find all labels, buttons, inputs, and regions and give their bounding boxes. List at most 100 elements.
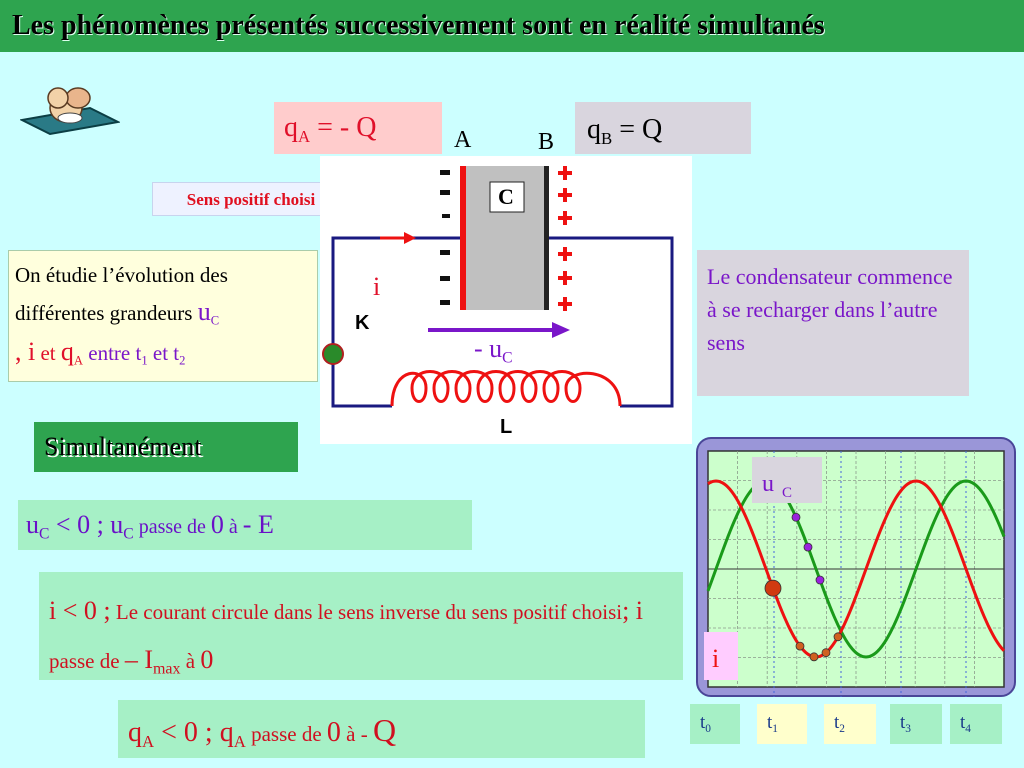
study-t2-sub: 2 xyxy=(179,353,186,368)
uc-marker-dot xyxy=(791,512,801,522)
study-qa-sub: A xyxy=(73,353,83,368)
uc-statement-from: 0 xyxy=(210,510,224,539)
uc-statement-ineq: < 0 ; u xyxy=(49,510,124,539)
t3-sub: 3 xyxy=(905,722,911,735)
plate-b xyxy=(544,166,549,310)
voltage-label: - uC xyxy=(474,334,513,367)
switch-k xyxy=(322,343,344,365)
current-statement-text: Le courant circule dans le sens inverse … xyxy=(110,600,623,624)
t1-sub: 1 xyxy=(772,722,778,735)
voltage-arrow-icon xyxy=(552,322,570,338)
charge-a-subscript: A xyxy=(298,126,311,146)
time-label-t2: t2 xyxy=(824,704,876,744)
time-label-t0: t0 xyxy=(690,704,740,744)
study-uc-sub: C xyxy=(210,312,220,327)
scope-i-label-bg xyxy=(704,632,738,680)
plus-icon xyxy=(558,166,572,311)
scope-uc-label-bg xyxy=(752,457,822,503)
study-uc: u xyxy=(197,296,211,326)
uc-marker-dot xyxy=(803,542,813,552)
study-et-1: et xyxy=(35,340,61,365)
scope-uc-sub: C xyxy=(782,485,792,501)
time-label-t3: t3 xyxy=(890,704,942,744)
study-i: , i xyxy=(15,336,36,366)
current-statement-passe: passe de xyxy=(49,649,125,674)
study-text: On étudie l’évolution des différentes gr… xyxy=(15,263,228,325)
charge-a-value: = - Q xyxy=(310,112,377,143)
page-title: Les phénomènes présentés successivement … xyxy=(12,10,825,41)
charge-a-box: qA = - Q xyxy=(274,102,442,154)
current-label: i xyxy=(373,272,381,301)
minus-icon xyxy=(440,170,450,305)
charge-statement-q: q xyxy=(128,717,142,748)
current-statement: i < 0 ; Le courant circule dans le sens … xyxy=(39,572,683,680)
study-et-2: et xyxy=(147,340,174,365)
study-entre: entre xyxy=(83,340,136,365)
charge-statement-to: Q xyxy=(372,712,397,748)
t0-text: t xyxy=(700,712,706,733)
thinking-figure-icon xyxy=(20,87,120,136)
voltage-label-main: - u xyxy=(474,334,503,363)
current-statement-ineq: i < 0 ; xyxy=(49,596,111,625)
right-arrow-icon xyxy=(380,232,416,244)
t4-sub: 4 xyxy=(965,722,971,735)
charge-statement-sub-2: A xyxy=(233,731,246,751)
positive-direction-label: Sens positif choisi xyxy=(152,182,350,216)
current-statement-i: ; i xyxy=(622,596,644,625)
uc-marker-dot xyxy=(815,575,825,585)
t3-text: t xyxy=(900,712,906,733)
study-qa: q xyxy=(60,336,74,366)
uc-statement: uC < 0 ; uC passe de 0 à - E xyxy=(18,500,472,550)
study-t1-sub: 1 xyxy=(141,353,148,368)
charge-b-symbol: q xyxy=(587,114,601,145)
current-statement-max: max xyxy=(152,660,181,678)
charge-statement-ineq: < 0 ; q xyxy=(154,717,234,748)
charge-statement: qA < 0 ; qA passe de 0 à - Q xyxy=(118,700,645,758)
i-marker-dot xyxy=(833,632,843,642)
scope-uc-label: u xyxy=(762,471,774,497)
plate-a-label: A xyxy=(454,127,472,153)
oscilloscope-graph: u C i xyxy=(696,437,1016,697)
voltage-label-sub: C xyxy=(502,349,513,367)
charge-a-symbol: q xyxy=(284,112,298,143)
charge-statement-from: 0 xyxy=(326,717,341,748)
current-statement-to: 0 xyxy=(200,645,214,675)
charge-b-value: = Q xyxy=(612,114,663,145)
t1-text: t xyxy=(767,712,773,733)
capacitor-label: C xyxy=(498,184,514,209)
uc-statement-sub-1: C xyxy=(39,525,50,543)
t4-text: t xyxy=(960,712,966,733)
time-label-t1: t1 xyxy=(757,704,807,744)
charge-b-subscript: B xyxy=(601,128,613,148)
i-marker-dot xyxy=(795,641,805,651)
current-statement-from: – I xyxy=(124,645,153,675)
i-marker-dot xyxy=(764,579,782,597)
charge-statement-passe: passe de xyxy=(245,722,327,746)
i-curve xyxy=(707,479,1006,659)
uc-statement-to: - E xyxy=(242,510,274,539)
i-marker-dot xyxy=(821,648,831,658)
t0-sub: 0 xyxy=(705,722,711,735)
plate-a xyxy=(460,166,466,310)
current-statement-a: à xyxy=(180,649,201,674)
t2-sub: 2 xyxy=(839,722,845,735)
recharge-explanation: Le condensateur commence à se recharger … xyxy=(697,250,969,396)
i-marker-dot xyxy=(809,652,819,662)
uc-statement-sub-2: C xyxy=(123,525,134,543)
inductor-coil xyxy=(390,370,622,407)
lc-circuit-diagram xyxy=(320,156,692,444)
uc-statement-passe: passe de xyxy=(133,516,211,538)
charge-b-box: qB = Q xyxy=(575,102,751,154)
scope-i-label: i xyxy=(712,644,719,673)
uc-statement-u: u xyxy=(26,510,39,539)
study-t1: t xyxy=(135,340,142,365)
study-description: On étudie l’évolution des différentes gr… xyxy=(8,250,318,382)
t2-text: t xyxy=(834,712,840,733)
charge-statement-a: à - xyxy=(340,722,373,746)
study-t2: t xyxy=(173,340,180,365)
charge-statement-sub-1: A xyxy=(142,731,155,751)
switch-label: K xyxy=(355,312,370,334)
inductor-label: L xyxy=(500,416,513,438)
simultaneously-heading: Simultanément xyxy=(34,422,298,472)
plate-b-label: B xyxy=(538,129,555,155)
